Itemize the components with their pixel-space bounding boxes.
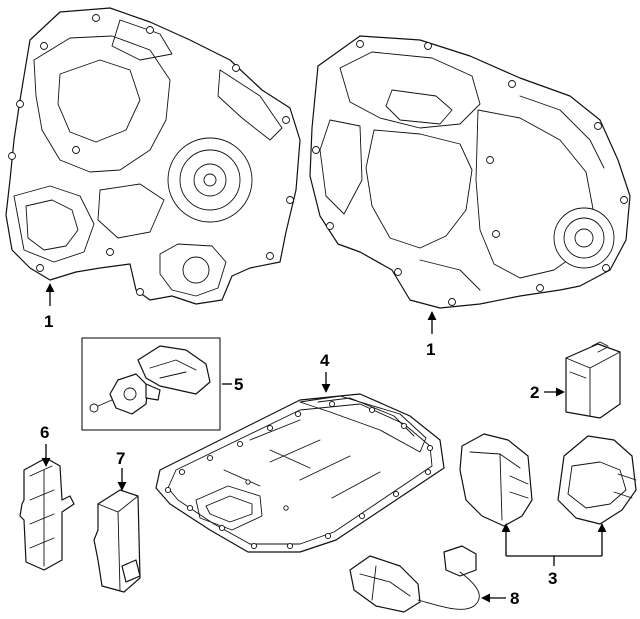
battery-pack-4[interactable] xyxy=(155,393,445,553)
callout-label: 4 xyxy=(320,351,330,370)
control-unit-3a[interactable] xyxy=(459,433,533,527)
callout-5: 5 xyxy=(222,375,243,394)
callout-1-right: 1 xyxy=(426,311,437,359)
transmission-housing-left[interactable] xyxy=(5,7,301,305)
callout-4: 4 xyxy=(320,351,331,393)
callout-label: 7 xyxy=(116,449,125,468)
callout-1-left: 1 xyxy=(44,283,55,331)
callout-6: 6 xyxy=(40,423,51,467)
callout-label: 1 xyxy=(44,312,53,331)
callout-8: 8 xyxy=(481,589,519,608)
harness-connector-8[interactable] xyxy=(349,545,480,613)
callout-2: 2 xyxy=(530,383,565,402)
callout-label: 2 xyxy=(530,383,539,402)
drive-motor-assembly-right[interactable] xyxy=(309,35,631,309)
sensor-bracket-assembly[interactable] xyxy=(89,345,211,415)
callout-7: 7 xyxy=(116,449,127,491)
control-module-2[interactable] xyxy=(565,341,621,419)
callout-label: 6 xyxy=(40,423,49,442)
callout-label: 8 xyxy=(510,589,519,608)
callout-label: 5 xyxy=(234,375,243,394)
part-5-box xyxy=(81,337,221,431)
callout-label: 1 xyxy=(426,340,435,359)
control-unit-3b[interactable] xyxy=(557,435,637,525)
callout-label: 3 xyxy=(548,569,557,588)
bracket-6[interactable] xyxy=(19,457,75,571)
callout-3: 3 xyxy=(501,523,607,588)
module-7[interactable] xyxy=(93,489,141,593)
